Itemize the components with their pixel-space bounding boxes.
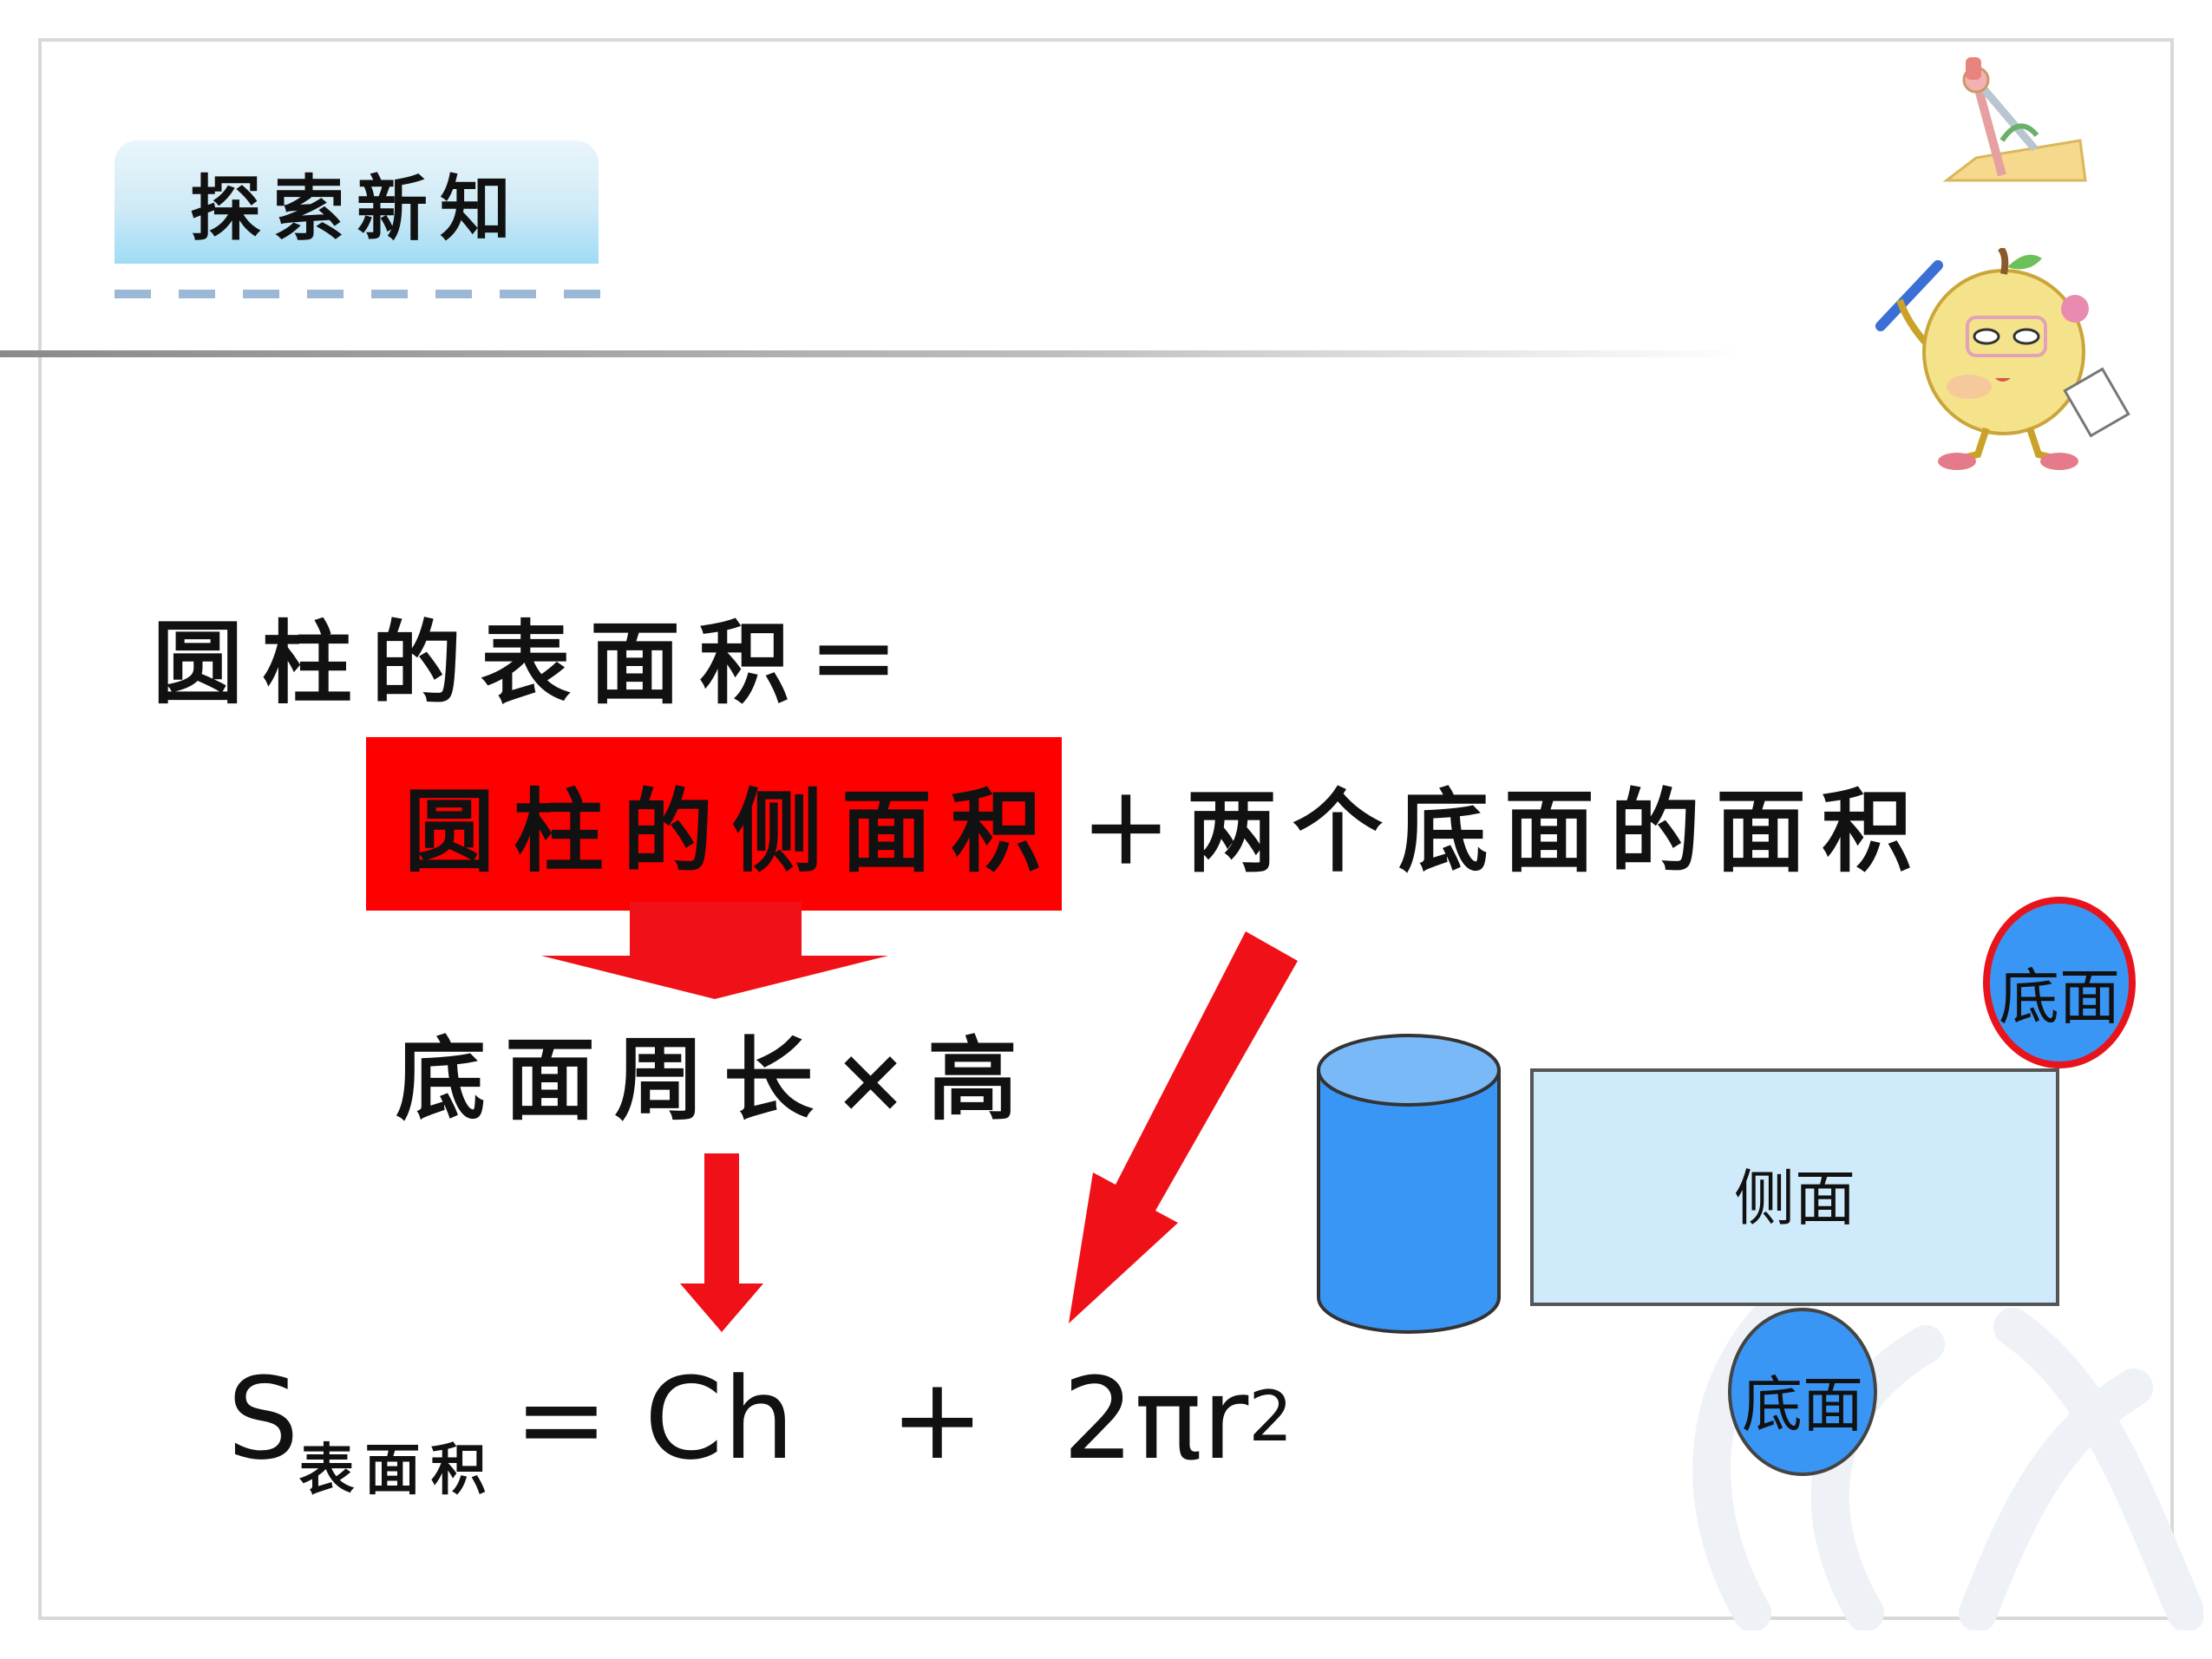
apple-mascot-icon bbox=[1875, 248, 2130, 470]
page-title: 探索新知 bbox=[189, 167, 523, 251]
lateral-face-label: 侧面 bbox=[1734, 1163, 1855, 1234]
top-base-label: 底面 bbox=[1999, 962, 2120, 1033]
watermark-logo-icon bbox=[1692, 1256, 2203, 1630]
title-badge: 探索新知 bbox=[115, 140, 599, 264]
lateral-face-rect bbox=[1530, 1068, 2059, 1306]
cylinder-icon bbox=[1317, 1034, 1501, 1334]
formula-two-pi-r: 2πr bbox=[1062, 1353, 1249, 1485]
formula-exponent: 2 bbox=[1248, 1376, 1293, 1457]
compass-ruler-icon bbox=[1942, 57, 2087, 182]
bottom-base-circle bbox=[1728, 1308, 1877, 1476]
formula-symbol: S bbox=[227, 1353, 299, 1485]
formula-equals-ch: = Ch bbox=[514, 1353, 795, 1485]
surface-area-formula: S表面积 = Ch +2πr2 bbox=[227, 1353, 1293, 1503]
title-dashed-underline bbox=[115, 290, 604, 298]
lateral-area-term: 圆柱的侧面积 bbox=[404, 778, 1061, 885]
slide-frame bbox=[38, 38, 2174, 1620]
top-base-circle bbox=[1983, 897, 2136, 1068]
header-divider bbox=[0, 350, 1744, 357]
formula-heading: 圆柱的表面积＝ bbox=[153, 610, 919, 716]
lateral-area-highlight bbox=[366, 737, 1062, 911]
two-bases-term: ＋两个底面的面积 bbox=[1081, 778, 1928, 885]
down-arrow-wide-icon bbox=[541, 902, 888, 999]
bottom-base-label: 底面 bbox=[1742, 1369, 1863, 1440]
formula-plus: + bbox=[889, 1353, 985, 1485]
diagonal-arrow-icon bbox=[1069, 931, 1298, 1323]
lateral-area-formula: 底面周长×高 bbox=[396, 1026, 1037, 1133]
down-arrow-icon bbox=[680, 1153, 763, 1332]
formula-subscript: 表面积 bbox=[298, 1438, 497, 1503]
